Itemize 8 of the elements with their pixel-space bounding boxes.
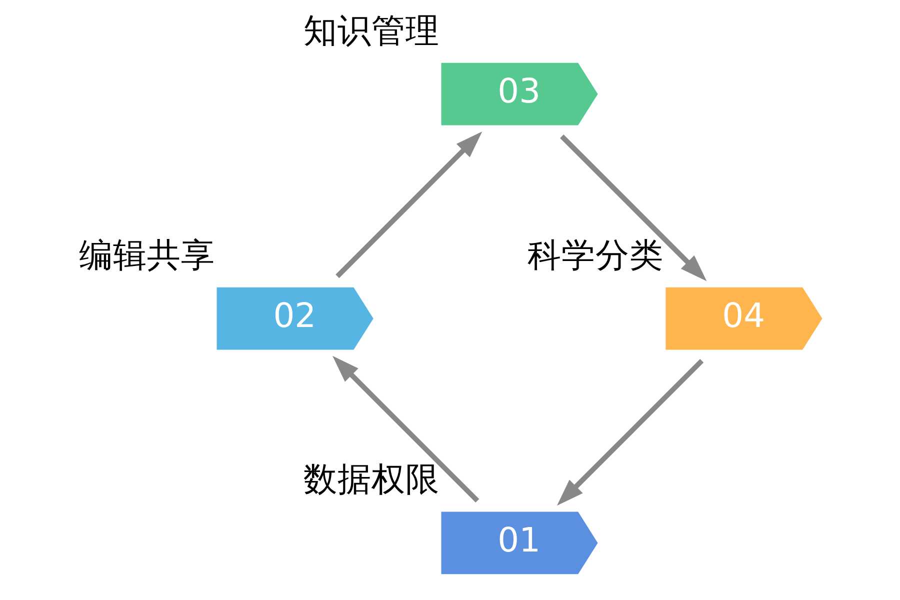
node-label: 编辑共享	[78, 235, 214, 274]
arrow	[335, 131, 482, 278]
node-label: 科学分类	[527, 235, 664, 274]
arrow	[560, 134, 706, 282]
arrow	[332, 356, 479, 503]
node-label: 知识管理	[302, 10, 439, 50]
node-label: 数据权限	[302, 460, 439, 499]
arrow	[556, 358, 704, 506]
